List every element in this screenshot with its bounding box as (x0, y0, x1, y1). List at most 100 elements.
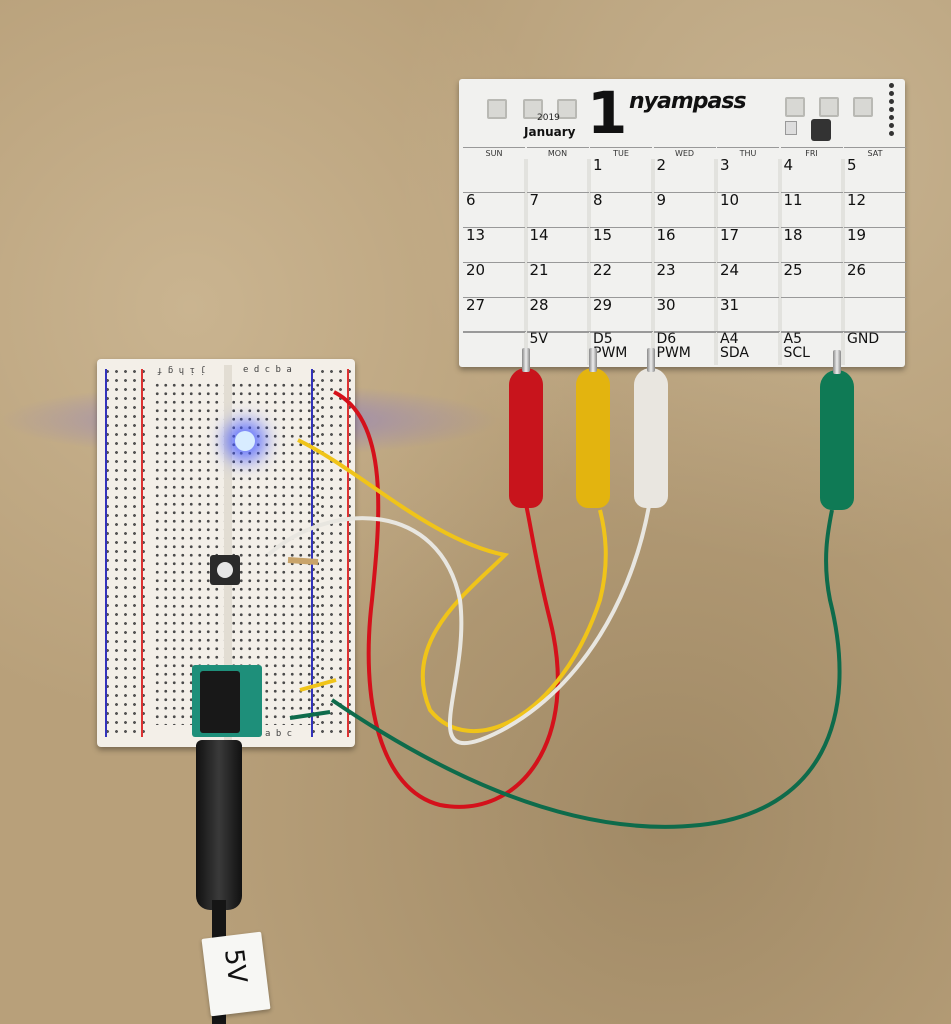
calendar-day: 23 (653, 262, 716, 298)
alligator-clip-icon (820, 350, 854, 510)
power-rail-left (103, 367, 147, 739)
power-plug (196, 740, 242, 910)
month-label: January (524, 125, 576, 139)
calendar-day: 2 (653, 157, 716, 193)
header-pins (887, 83, 897, 143)
year-label: 2019 (537, 113, 560, 123)
day-name: WED (653, 147, 716, 158)
pcb-pad (819, 97, 839, 117)
cable-tag-label: 5V (218, 947, 253, 985)
calendar-day: 8 (590, 192, 652, 228)
cable-tag: 5V (201, 931, 271, 1017)
push-button-icon (210, 555, 240, 585)
pin-label (463, 331, 526, 332)
pcb-pad (557, 99, 577, 119)
brand-logo: nyampass (629, 89, 747, 114)
column-letters-right: e d c b a (243, 365, 292, 375)
day-name: TUE (590, 147, 652, 158)
calendar-day: 21 (526, 262, 589, 298)
rail-line-red (141, 369, 143, 737)
pin-label: A5 SCL (780, 331, 844, 360)
calendar-day: 12 (844, 192, 906, 228)
calendar-day: 18 (780, 227, 843, 263)
wire-white (266, 499, 652, 746)
wire-yellow-short (299, 678, 337, 692)
calendar-day: 20 (463, 262, 525, 298)
calendar-day: 26 (844, 262, 906, 298)
wire-yellow (297, 438, 608, 734)
pin-label: A4 SDA (717, 331, 780, 360)
calendar-day (526, 157, 589, 193)
wire-green-short (289, 710, 331, 720)
day-name: SUN (463, 147, 525, 158)
calendar-day: 11 (780, 192, 843, 228)
column-separator (587, 159, 591, 365)
rail-line-blue (311, 369, 313, 737)
calendar-day: 7 (526, 192, 589, 228)
rail-line-red (347, 369, 349, 737)
calendar-day: 19 (844, 227, 906, 263)
column-separator (650, 159, 655, 365)
calendar-day: 5 (844, 157, 906, 193)
calendar-day: 9 (653, 192, 716, 228)
calendar-day: 27 (463, 297, 525, 333)
calendar-day: 31 (717, 297, 779, 333)
calendar-day: 14 (526, 227, 589, 263)
led-icon (235, 431, 255, 451)
wire-red (333, 390, 560, 809)
calendar-day: 3 (717, 157, 779, 193)
breadboard: j i h g f e d c b a a b c (97, 359, 355, 747)
day-name: SAT (844, 147, 906, 158)
calendar-day (844, 297, 906, 333)
calendar-day: 15 (590, 227, 652, 263)
calendar-day: 25 (780, 262, 843, 298)
column-separator (841, 159, 845, 365)
power-rail-right (309, 367, 353, 739)
calendar-day: 6 (463, 192, 525, 228)
calendar-day: 10 (717, 192, 779, 228)
column-separator (714, 159, 718, 365)
calendar-day: 13 (463, 227, 525, 263)
dc-jack-icon (200, 671, 240, 733)
calendar-day: 1 (590, 157, 652, 193)
smd-component (785, 121, 797, 135)
calendar-day (463, 157, 525, 193)
chip-icon (811, 119, 831, 141)
calendar-day: 22 (590, 262, 652, 298)
calendar-day: 4 (780, 157, 843, 193)
calendar-day: 30 (653, 297, 716, 333)
breadboard-trench (224, 365, 232, 741)
column-letters-bottom: a b c (265, 729, 293, 739)
calendar-day (780, 297, 843, 333)
pcb-pad (487, 99, 507, 119)
day-name: MON (526, 147, 589, 158)
regulator-board (192, 665, 262, 737)
alligator-clip-icon (634, 348, 668, 508)
pcb-pad (785, 97, 805, 117)
pcb-pad (853, 97, 873, 117)
calendar-day: 16 (653, 227, 716, 263)
day-name: THU (717, 147, 779, 158)
rail-line-blue (105, 369, 107, 737)
month-number: 1 (587, 79, 628, 147)
calendar-day: 17 (717, 227, 779, 263)
alligator-clip-icon (509, 348, 543, 508)
pin-label: 5V (526, 331, 590, 346)
resistor-icon (287, 557, 319, 565)
column-separator (777, 159, 782, 365)
alligator-clip-icon (576, 348, 610, 508)
column-separator (523, 159, 528, 365)
wire-green (330, 509, 842, 829)
pin-label: D5 PWM (590, 331, 653, 360)
calendar-day: 28 (526, 297, 589, 333)
pin-label: D6 PWM (653, 331, 717, 360)
calendar-day: 29 (590, 297, 652, 333)
pcb-pad (523, 99, 543, 119)
day-name: FRI (780, 147, 843, 158)
pin-label: GND (844, 331, 907, 346)
calendar-day: 24 (717, 262, 779, 298)
